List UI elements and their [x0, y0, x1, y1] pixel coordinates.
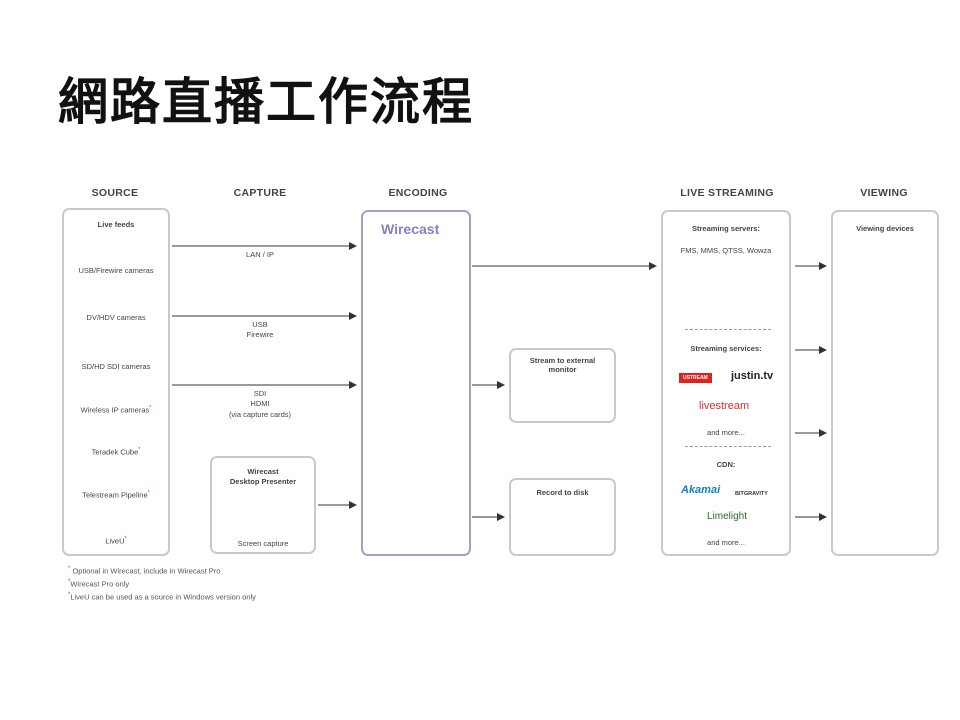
column-heading-viewing: VIEWING [860, 187, 908, 199]
source-item-teradek: Teradek Cube* [91, 447, 141, 457]
source-item-pipeline: Telestream Pipeline* [82, 490, 150, 500]
record-to-disk-title: Record to disk [536, 488, 589, 497]
column-heading-capture: CAPTURE [233, 187, 287, 199]
services-and-more: and more... [707, 428, 745, 437]
cdn-heading: CDN: [716, 460, 736, 469]
encoding-box: Wirecast [361, 210, 471, 556]
footnote-3: *LiveU can be used as a source in Window… [68, 592, 256, 602]
column-heading-live-streaming: LIVE STREAMING [680, 187, 774, 199]
viewing-box: Viewing devices [831, 210, 939, 556]
ustream-logo: USTREAM [679, 373, 712, 383]
external-monitor-title-1: Stream to external [529, 356, 596, 365]
external-monitor-box: Stream to external monitor [509, 348, 616, 423]
record-to-disk-box: Record to disk [509, 478, 616, 556]
divider [685, 446, 771, 447]
page-title: 網路直播工作流程 [58, 73, 474, 131]
capture-label-firewire: Firewire [246, 330, 274, 339]
source-item-usb-cameras: USB/Firewire cameras [78, 266, 154, 275]
footnote-2: *Wirecast Pro only [68, 579, 130, 589]
live-streaming-box: Streaming servers: FMS, MMS, QTSS, Wowza… [661, 210, 791, 556]
capture-label-via-cards: (via capture cards) [228, 410, 292, 419]
desktop-presenter-title-2: Desktop Presenter [229, 477, 297, 486]
source-box: Live feeds USB/Firewire cameras DV/HDV c… [62, 208, 170, 556]
viewing-devices-heading: Viewing devices [856, 224, 914, 233]
column-heading-source: SOURCE [91, 187, 139, 199]
source-item-ip-cameras: Wireless IP cameras* [80, 405, 152, 415]
external-monitor-title-2: monitor [548, 365, 577, 374]
capture-label-usb: USB [252, 320, 268, 329]
screen-capture-label: Screen capture [237, 539, 289, 548]
limelight-logo: Limelight [707, 511, 748, 522]
akamai-logo: Akamai [681, 484, 721, 496]
capture-label-sdi: SDI [253, 389, 267, 398]
source-item-sdi-cameras: SD/HD SDI cameras [81, 362, 151, 371]
wirecast-logo: Wirecast [381, 221, 440, 237]
livestream-logo: livestream [699, 400, 750, 412]
bitgravity-logo: BITGRAVITY [735, 491, 768, 497]
streaming-services-heading: Streaming services: [690, 344, 762, 353]
footnote-1: * Optional in Wirecast, include in Wirec… [68, 566, 221, 576]
streaming-servers-heading: Streaming servers: [692, 224, 760, 233]
streaming-servers-list: FMS, MMS, QTSS, Wowza [680, 246, 772, 255]
source-item-dv-cameras: DV/HDV cameras [86, 313, 146, 322]
column-heading-encoding: ENCODING [388, 187, 448, 199]
desktop-presenter-title-1: Wirecast [247, 467, 279, 476]
capture-label-lan: LAN / IP [246, 250, 274, 259]
capture-label-hdmi: HDMI [250, 399, 270, 408]
source-item-liveu: LiveU* [105, 536, 127, 546]
source-heading: Live feeds [97, 220, 135, 229]
cdn-and-more: and more... [707, 538, 745, 547]
desktop-presenter-box: Wirecast Desktop Presenter Screen captur… [210, 456, 316, 554]
justin-tv-logo: justin.tv [731, 370, 774, 382]
divider [685, 329, 771, 330]
